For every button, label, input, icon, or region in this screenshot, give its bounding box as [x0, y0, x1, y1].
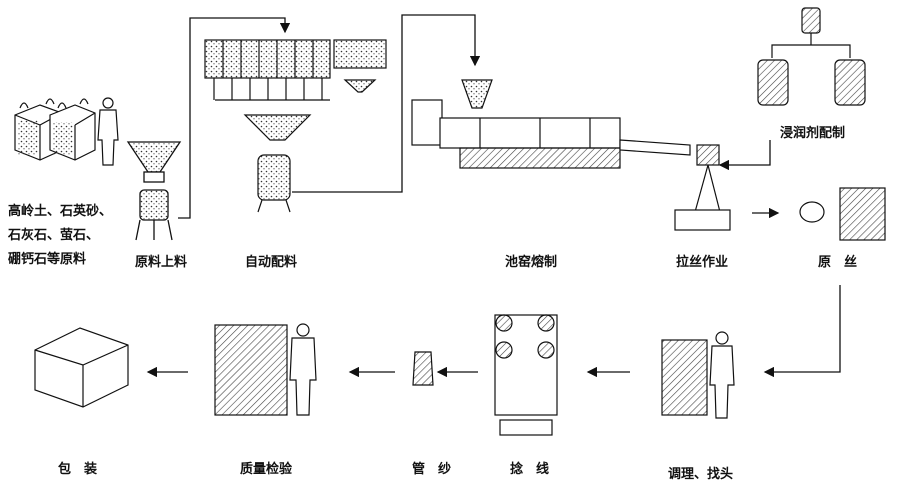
label-raw-yarn: 原 丝: [818, 255, 858, 270]
inspection-rack-icon: [214, 324, 288, 416]
tube-yarn-icon: [412, 351, 434, 386]
label-drawing: 拉丝作业: [676, 255, 729, 270]
worker-figure-2: [709, 331, 735, 419]
label-batching: 自动配料: [245, 255, 298, 270]
raw-material-bags-icon: [14, 98, 96, 161]
furnace-icon: [411, 79, 691, 169]
label-furnace: 池窑熔制: [505, 255, 558, 270]
label-twisting: 捻 线: [510, 462, 550, 477]
worker-figure-3: [289, 323, 317, 416]
arrow-raw-yarn-to-conditioning: [763, 285, 841, 378]
label-packing: 包 装: [58, 462, 98, 477]
feeding-hopper-icon: [126, 141, 182, 241]
twisting-machine-icon: [494, 314, 558, 436]
conditioning-rack-icon: [661, 339, 708, 416]
drawing-machine-icon: [674, 144, 731, 231]
label-raw-materials: 高岭土、石英砂、 石灰石、萤石、 硼钙石等原料: [8, 200, 112, 272]
label-conditioning: 调理、找头: [668, 467, 734, 482]
raw-yarn-icon: [799, 187, 886, 241]
label-lubricant: 浸润剂配制: [780, 126, 846, 141]
raw-materials-line-1: 高岭土、石英砂、: [8, 204, 113, 219]
batching-silos-icon: [204, 39, 387, 213]
label-inspection: 质量检验: [240, 462, 293, 477]
conveyor-line-feeding-to-batching: [178, 17, 291, 219]
lubricant-feed-line: [718, 140, 771, 171]
worker-figure-1: [97, 97, 119, 166]
lubricant-tanks-icon: [757, 7, 866, 106]
packing-box-icon: [34, 327, 129, 408]
raw-materials-line-2: 石灰石、萤石、: [8, 228, 100, 243]
label-feeding: 原料上料: [135, 255, 188, 270]
label-tube-yarn: 管 纱: [412, 462, 452, 477]
conveyor-line-batching-to-furnace: [292, 14, 481, 193]
raw-materials-line-3: 硼钙石等原料: [8, 252, 87, 267]
